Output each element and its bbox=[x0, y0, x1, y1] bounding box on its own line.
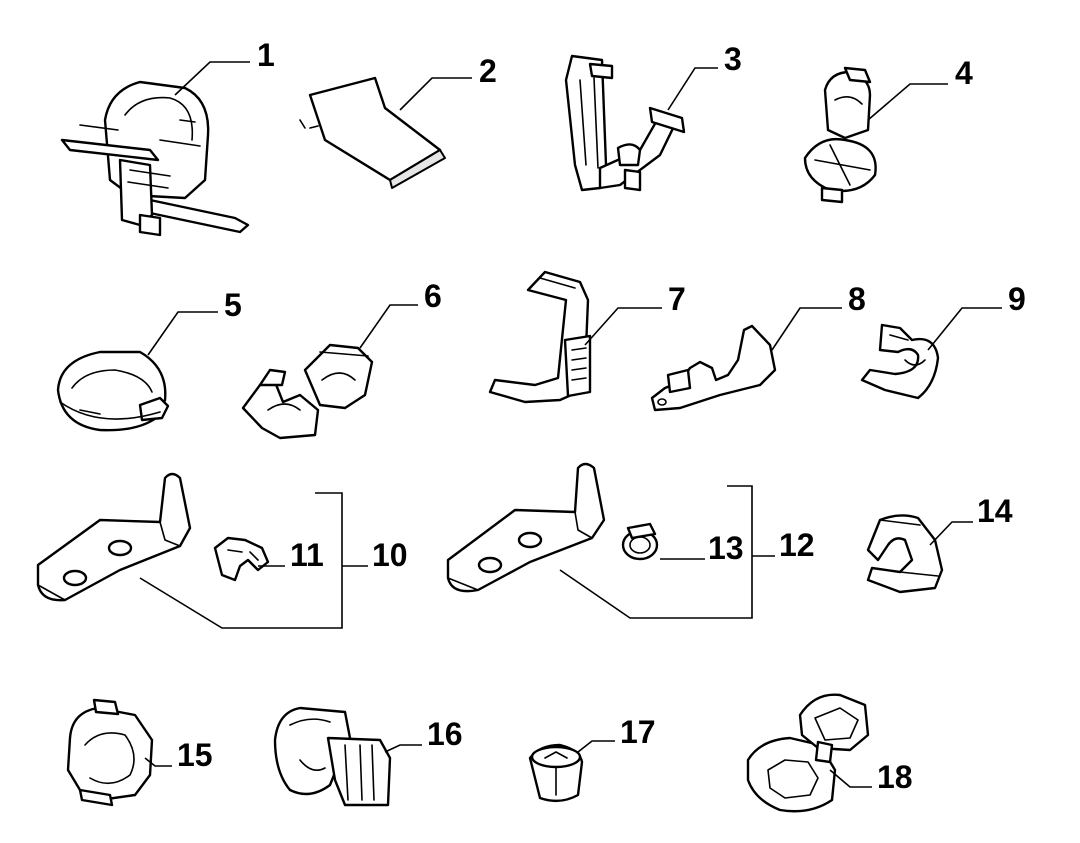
callout-12: 12 bbox=[779, 527, 815, 563]
part-13-hose-clamp bbox=[621, 522, 659, 561]
callout-7: 7 bbox=[668, 281, 686, 317]
callout-13: 13 bbox=[708, 530, 744, 566]
callout-11: 11 bbox=[290, 537, 324, 573]
part-3-bracket-clip bbox=[564, 54, 686, 192]
part-2-bent-plate bbox=[299, 76, 446, 189]
callout-14: 14 bbox=[977, 493, 1013, 529]
callout-8: 8 bbox=[848, 281, 866, 317]
part-8-strip-clip bbox=[650, 324, 777, 412]
part-15-clip bbox=[66, 698, 154, 807]
callout-5: 5 bbox=[224, 287, 242, 323]
callout-16: 16 bbox=[427, 716, 463, 752]
callout-17: 17 bbox=[620, 714, 656, 750]
part-7-long-clip bbox=[488, 270, 592, 404]
callout-4: 4 bbox=[955, 55, 973, 91]
callout-6: 6 bbox=[424, 278, 442, 314]
callout-9: 9 bbox=[1008, 281, 1026, 317]
part-5-round-cap bbox=[56, 350, 170, 432]
leader-lines bbox=[139, 61, 1002, 788]
callout-3: 3 bbox=[724, 41, 742, 77]
callout-15: 15 bbox=[177, 737, 213, 773]
part-14-clip bbox=[866, 514, 944, 594]
callout-18: 18 bbox=[877, 759, 913, 795]
part-16-block-clip bbox=[273, 706, 392, 807]
part-12-bracket bbox=[446, 462, 606, 593]
part-17-grommet-nut bbox=[528, 743, 584, 803]
callout-10: 10 bbox=[372, 537, 408, 573]
part-1-cable-clip-with-strap bbox=[60, 80, 250, 237]
part-11-small-clip bbox=[213, 536, 270, 582]
part-4-cone-mount-clip bbox=[803, 66, 877, 204]
part-10-bracket bbox=[36, 472, 192, 602]
callout-1: 1 bbox=[257, 37, 275, 73]
part-6-double-clip bbox=[241, 343, 374, 440]
callout-2: 2 bbox=[479, 53, 497, 89]
part-9-c-clip bbox=[860, 323, 940, 400]
part-18-double-hex-clip bbox=[746, 693, 870, 813]
